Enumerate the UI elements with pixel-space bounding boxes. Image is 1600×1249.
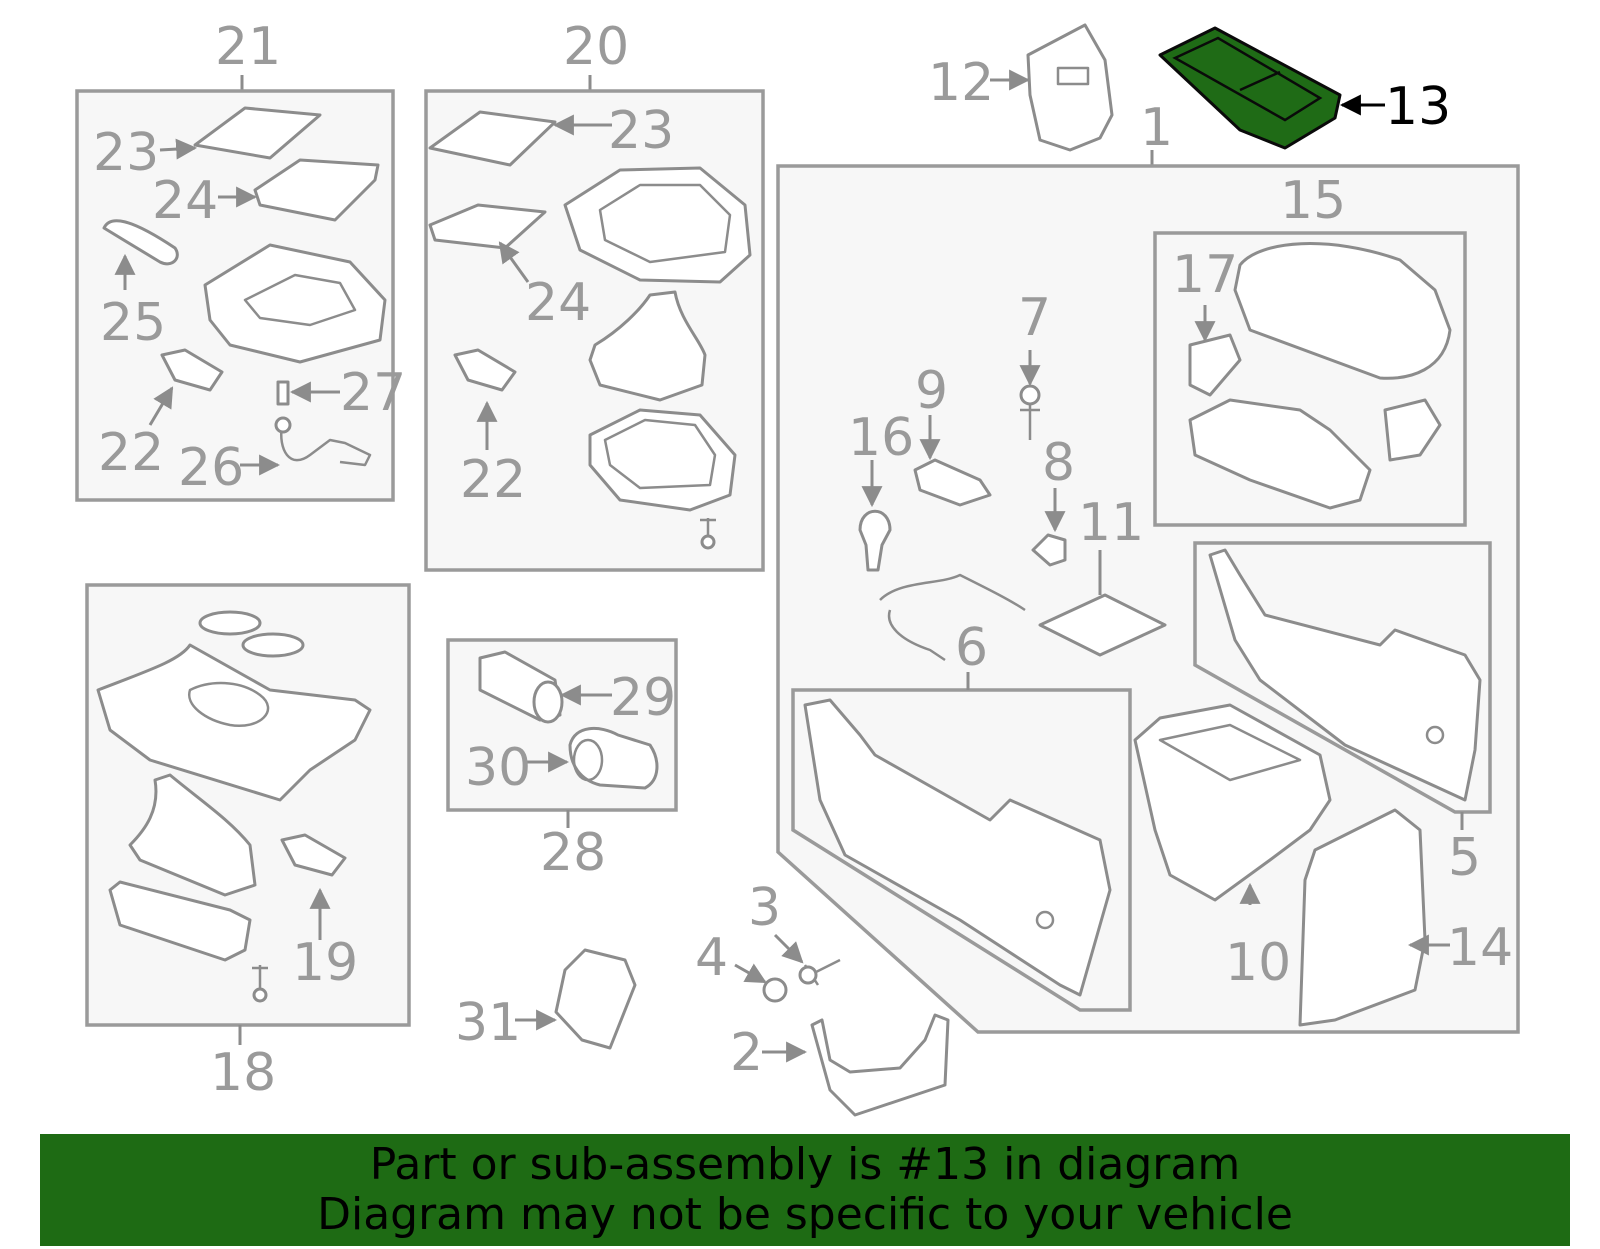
callout-12: 12 <box>928 53 994 113</box>
callout-5: 5 <box>1448 828 1481 888</box>
part-5[interactable] <box>1208 548 1482 802</box>
part-boot[interactable] <box>588 290 707 402</box>
callout-22: 22 <box>98 423 164 483</box>
part-14[interactable] <box>1298 808 1427 1027</box>
part-2[interactable] <box>810 1013 950 1117</box>
part-13-group: 13 <box>1158 26 1451 150</box>
callout-20: 20 <box>563 17 629 77</box>
loose-parts: 2 3 4 <box>695 878 950 1117</box>
callout-17: 17 <box>1172 245 1238 305</box>
callout-4: 4 <box>695 928 728 988</box>
part-16[interactable] <box>858 509 892 572</box>
callout-29: 29 <box>610 668 676 728</box>
part-6[interactable] <box>803 698 1112 997</box>
callout-25: 25 <box>100 293 166 353</box>
part-15-bracket[interactable] <box>1383 398 1442 462</box>
callout-31: 31 <box>455 993 521 1053</box>
banner-line-1: Part or sub-assembly is #13 in diagram <box>369 1139 1241 1190</box>
callout-11: 11 <box>1078 493 1144 553</box>
callout-27: 27 <box>340 363 406 423</box>
part-26[interactable] <box>279 424 372 467</box>
group-21: 21 23 24 25 27 22 26 <box>75 17 406 502</box>
callout-14: 14 <box>1447 918 1513 978</box>
callout-18: 18 <box>210 1043 276 1103</box>
part-27[interactable] <box>276 380 290 406</box>
part-21-bezel[interactable] <box>203 243 387 364</box>
part-22-g21[interactable] <box>160 348 224 392</box>
callout-19: 19 <box>292 933 358 993</box>
callout-8: 8 <box>1042 433 1075 493</box>
callout-15: 15 <box>1280 171 1346 231</box>
part-12-group: 12 <box>928 23 1114 152</box>
callout-9: 9 <box>915 361 948 421</box>
part-18-panel[interactable] <box>128 773 257 897</box>
part-17[interactable] <box>1188 333 1242 397</box>
callout-13: 13 <box>1385 77 1451 137</box>
callout-28: 28 <box>540 823 606 883</box>
part-23-g21[interactable] <box>193 106 322 160</box>
callout-2: 2 <box>730 1023 763 1083</box>
part-24-g21[interactable] <box>253 158 380 222</box>
callout-1: 1 <box>1140 98 1173 158</box>
callout-6: 6 <box>955 618 988 678</box>
callout-24b: 24 <box>525 273 591 333</box>
callout-24: 24 <box>152 171 218 231</box>
callout-3: 3 <box>748 878 781 938</box>
part-25[interactable] <box>102 219 179 266</box>
group-18-box <box>85 583 411 1027</box>
callout-7: 7 <box>1018 288 1051 348</box>
part-4[interactable] <box>762 977 788 1003</box>
group-18: 19 18 <box>85 583 411 1103</box>
part-18-trim[interactable] <box>108 880 252 962</box>
part-20-bezel[interactable] <box>563 166 752 284</box>
callout-16: 16 <box>848 408 914 468</box>
part-15-lid[interactable] <box>1233 242 1452 380</box>
part-19[interactable] <box>280 833 347 877</box>
part-wire[interactable] <box>879 573 1026 662</box>
callout-21: 21 <box>215 17 281 77</box>
part-31-group: 31 <box>455 948 637 1053</box>
part-31[interactable] <box>554 948 637 1050</box>
callout-22b: 22 <box>460 450 526 510</box>
part-8[interactable] <box>1031 533 1067 567</box>
group-20: 20 23 24 22 <box>424 17 765 572</box>
part-13[interactable] <box>1158 26 1342 150</box>
part-30[interactable] <box>568 726 659 790</box>
part-11[interactable] <box>1038 593 1167 657</box>
callout-26: 26 <box>178 438 244 498</box>
part-15-tray[interactable] <box>1188 398 1372 510</box>
callout-23b: 23 <box>608 101 674 161</box>
callout-30: 30 <box>465 738 531 798</box>
callout-10: 10 <box>1225 933 1291 993</box>
group-1: 15 17 5 6 7 8 9 16 11 <box>776 98 1520 1034</box>
notice-banner: Part or sub-assembly is #13 in diagram D… <box>40 1134 1570 1246</box>
part-24-g20[interactable] <box>428 203 547 250</box>
part-12[interactable] <box>1026 23 1114 152</box>
part-22-g20[interactable] <box>453 348 517 392</box>
group-28: 29 30 28 <box>446 638 678 883</box>
callout-23: 23 <box>93 123 159 183</box>
banner-line-2: Diagram may not be specific to your vehi… <box>317 1189 1293 1240</box>
part-18-cupholder[interactable] <box>96 643 372 802</box>
